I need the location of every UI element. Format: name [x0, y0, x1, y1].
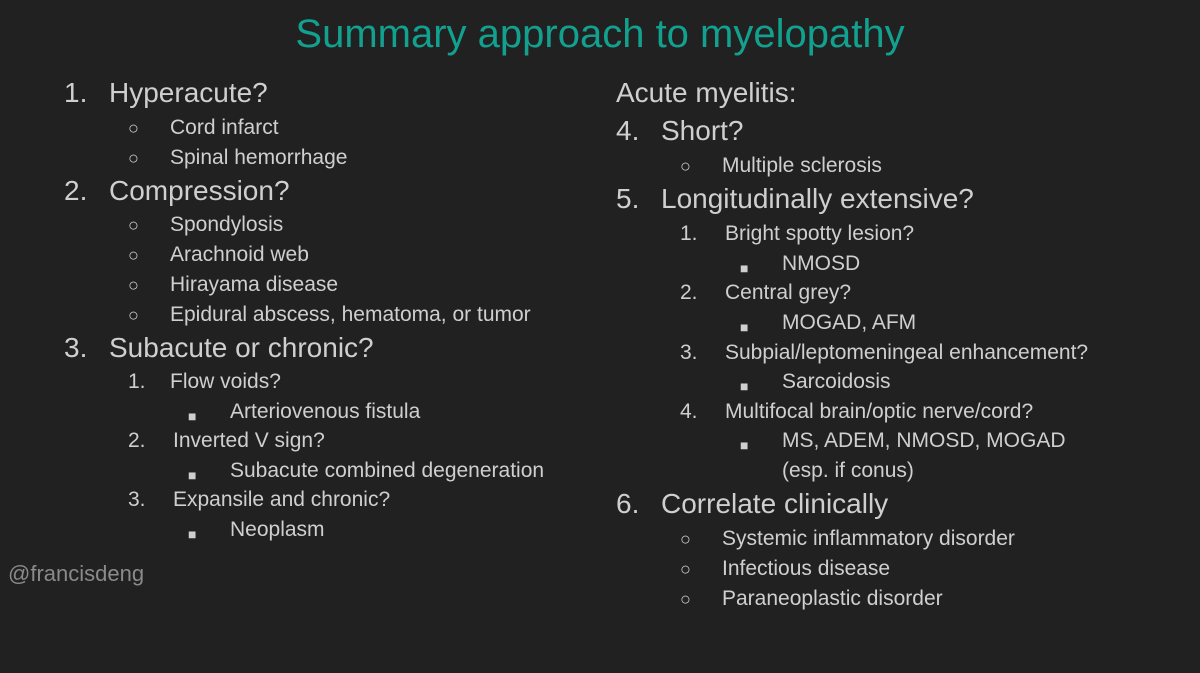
sub-sub-item-label: NMOSD [782, 252, 861, 275]
list-item-label: Compression? [109, 175, 290, 206]
circle-bullet-icon: ○ [680, 156, 691, 176]
sub-item-label: Spondylosis [170, 213, 284, 236]
circle-bullet-icon: ○ [128, 118, 139, 138]
sub-sub-item-label: Sarcoidosis [782, 370, 891, 393]
sub-number: 2. [680, 281, 698, 304]
sub-item-label: Multifocal brain/optic nerve/cord? [725, 400, 1034, 423]
list-number: 3. [64, 332, 88, 363]
sub-sub-item-label: Neoplasm [230, 518, 325, 541]
sub-item-label: Epidural abscess, hematoma, or tumor [170, 303, 531, 326]
circle-bullet-icon: ○ [128, 275, 139, 295]
sub-number: 3. [680, 341, 698, 364]
circle-bullet-icon: ○ [128, 245, 139, 265]
author-watermark: @francisdeng [8, 561, 145, 586]
square-bullet-icon: ■ [188, 467, 197, 483]
sub-number: 2. [128, 429, 146, 452]
square-bullet-icon: ■ [740, 378, 749, 394]
sub-item-label: Subpial/leptomeningeal enhancement? [725, 341, 1089, 364]
sub-number: 1. [128, 370, 146, 393]
sub-number: 3. [128, 488, 146, 511]
sub-item-label: Expansile and chronic? [173, 488, 391, 511]
slide-title: Summary approach to myelopathy [295, 12, 905, 56]
sub-item-label: Paraneoplastic disorder [722, 587, 943, 610]
sub-item-label: Central grey? [725, 281, 852, 304]
circle-bullet-icon: ○ [680, 559, 691, 579]
sub-item-label: Hirayama disease [170, 273, 339, 296]
sub-item-label: Arachnoid web [170, 243, 309, 266]
sub-sub-item-label: MOGAD, AFM [782, 311, 917, 334]
circle-bullet-icon: ○ [128, 305, 139, 325]
sub-number: 1. [680, 222, 698, 245]
sub-item-label: Bright spotty lesion? [725, 222, 915, 245]
circle-bullet-icon: ○ [680, 589, 691, 609]
sub-item-label: Cord infarct [170, 116, 279, 139]
sub-sub-item-label: Arteriovenous fistula [230, 400, 421, 423]
list-number: 5. [616, 183, 640, 214]
sub-sub-item-label: Subacute combined degeneration [230, 459, 545, 482]
square-bullet-icon: ■ [740, 260, 749, 276]
circle-bullet-icon: ○ [128, 215, 139, 235]
section-heading: Acute myelitis: [616, 77, 797, 108]
circle-bullet-icon: ○ [128, 148, 139, 168]
sub-item-label: Inverted V sign? [173, 429, 325, 452]
sub-item-label: Infectious disease [722, 557, 891, 580]
sub-item-label: Spinal hemorrhage [170, 146, 348, 169]
circle-bullet-icon: ○ [680, 529, 691, 549]
square-bullet-icon: ■ [188, 408, 197, 424]
square-bullet-icon: ■ [740, 319, 749, 335]
list-number: 1. [64, 77, 88, 108]
list-item-label: Subacute or chronic? [109, 332, 374, 363]
sub-sub-item-continuation: (esp. if conus) [782, 459, 914, 482]
list-number: 6. [616, 488, 640, 519]
list-item-label: Hyperacute? [109, 77, 268, 108]
list-item-label: Longitudinally extensive? [661, 183, 974, 214]
sub-item-label: Flow voids? [170, 370, 281, 393]
sub-sub-item-label: MS, ADEM, NMOSD, MOGAD [782, 429, 1066, 452]
sub-number: 4. [680, 400, 698, 423]
list-number: 2. [64, 175, 88, 206]
square-bullet-icon: ■ [740, 437, 749, 453]
square-bullet-icon: ■ [188, 526, 197, 542]
list-item-label: Short? [661, 115, 744, 146]
list-number: 4. [616, 115, 640, 146]
sub-item-label: Multiple sclerosis [722, 154, 882, 177]
sub-item-label: Systemic inflammatory disorder [722, 527, 1015, 550]
list-item-label: Correlate clinically [661, 488, 889, 519]
